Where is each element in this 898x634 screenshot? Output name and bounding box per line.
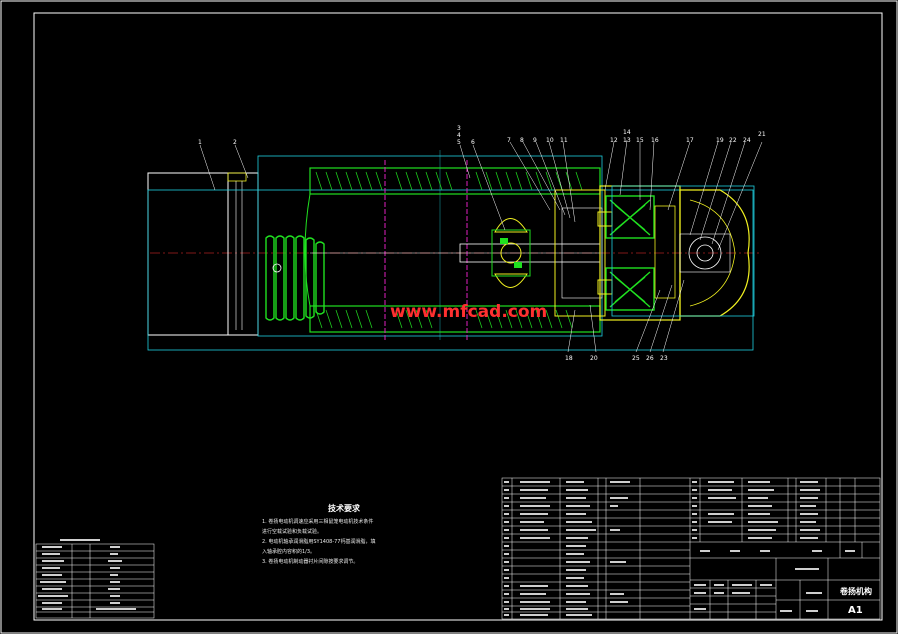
part-label: 10 <box>546 137 554 144</box>
drawing-title: 卷扬机构 <box>839 586 872 596</box>
bom-text-marks <box>504 481 855 616</box>
rope-coil <box>265 235 325 321</box>
part-label: 16 <box>651 137 659 144</box>
part-label: 26 <box>646 355 654 362</box>
sheet-size: A1 <box>848 605 863 616</box>
inner-border <box>33 12 883 621</box>
part-label: 20 <box>590 355 598 362</box>
part-label: 13 <box>623 137 631 144</box>
part-label: 18 <box>565 355 573 362</box>
technical-notes: 技术要求 1. 卷扬电动机调速应采用三相鼠笼电动机技术条件 进行空载试验和负载试… <box>262 503 375 565</box>
part-label: 17 <box>686 137 694 144</box>
part-label: 25 <box>632 355 640 362</box>
note-line: 3. 卷扬电动机制动器衬片间隙按要求调节。 <box>262 558 358 565</box>
brake-motor <box>554 185 750 321</box>
spec-table <box>35 543 155 619</box>
part-label: 11 <box>560 137 568 144</box>
part-labels: 1 2 3 4 5 6 7 8 9 10 11 12 13 14 15 16 1… <box>198 125 766 362</box>
part-label: 15 <box>636 137 644 144</box>
watermark: www.mfcad.com <box>390 302 547 322</box>
part-label: 8 <box>520 137 524 144</box>
note-line: 进行空载试验和负载试验。 <box>262 528 322 535</box>
part-label: 12 <box>610 137 618 144</box>
motor-housing <box>147 172 229 336</box>
notes-title: 技术要求 <box>328 503 361 513</box>
spec-table-text-marks <box>38 539 136 610</box>
part-label: 19 <box>716 137 724 144</box>
bom-table <box>501 477 881 620</box>
part-label: 5 <box>457 139 461 146</box>
note-line: 1. 卷扬电动机调速应采用三相鼠笼电动机技术条件 <box>262 518 373 525</box>
part-label: 2 <box>233 139 237 146</box>
part-label: 23 <box>660 355 668 362</box>
part-label: 14 <box>623 129 631 136</box>
part-label: 3 <box>457 125 461 132</box>
part-label: 4 <box>457 132 461 139</box>
note-line: 2. 电动机轴承润滑脂用SY1408-77钙基润滑脂，填 <box>262 538 375 545</box>
part-label: 24 <box>743 137 751 144</box>
hoist-assembly: www.mfcad.com <box>147 125 766 362</box>
part-label: 21 <box>758 131 766 138</box>
part-label: 7 <box>507 137 511 144</box>
part-label: 6 <box>471 139 475 146</box>
part-label: 22 <box>729 137 737 144</box>
coupling <box>491 218 531 288</box>
note-line: 入轴承腔内容积的1/3。 <box>262 548 315 555</box>
part-label: 1 <box>198 139 202 146</box>
part-label: 9 <box>533 137 537 144</box>
